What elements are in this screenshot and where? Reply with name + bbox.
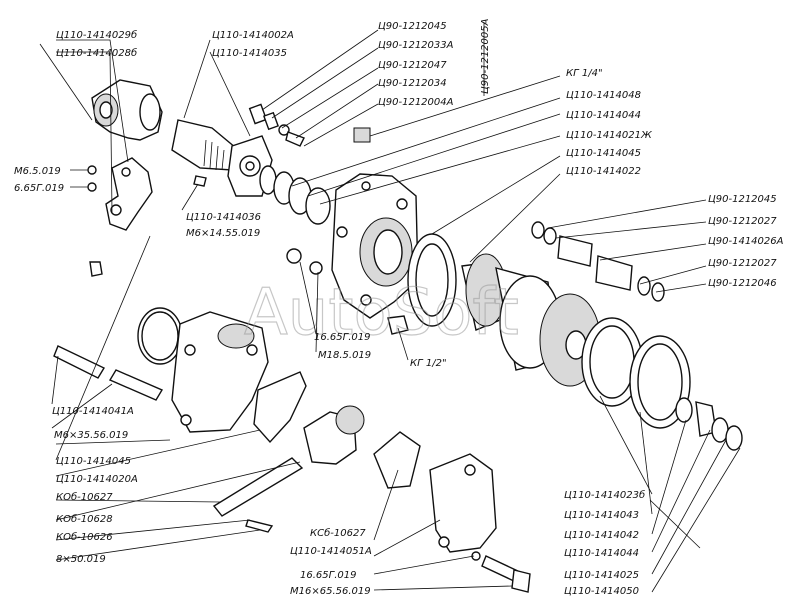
saddle-1414045: [253, 371, 307, 444]
label: М16×65.56.019: [290, 586, 371, 597]
main-housing: [331, 173, 419, 319]
label: Ц110-1414045: [566, 148, 641, 159]
label: КОб-10628: [56, 513, 113, 525]
label: 16.65Г.019: [314, 332, 370, 343]
nut-center: [286, 248, 302, 264]
cotter-pin: [245, 519, 274, 533]
leader-lines: [39, 22, 741, 593]
label: Ц110-1414051А: [290, 546, 372, 557]
lower-housing: [171, 311, 269, 433]
label: Ц90-1212046: [708, 278, 777, 289]
label: Ц90-1212045: [708, 194, 777, 205]
bolt-left: [89, 261, 103, 277]
end-nuts: [675, 397, 743, 451]
nut-m6: [87, 165, 97, 175]
label: 8×50.019: [56, 554, 106, 565]
lower-clamp: [373, 431, 497, 553]
label: Ц110-1414021Ж: [566, 130, 653, 141]
label: Ц110-1414043: [564, 510, 639, 521]
label: М6.5.019: [14, 166, 61, 177]
plug-kg-1-4: [353, 127, 371, 143]
stud-1414041a: [53, 345, 105, 379]
label: Ц110-1414044: [566, 110, 641, 121]
watermark: AutoSoft: [244, 276, 519, 350]
oring-4: [305, 187, 331, 225]
label: М6×14.55.019: [186, 228, 260, 239]
label: 6.65Г.019: [14, 183, 64, 194]
washer-6: [87, 182, 97, 192]
threaded-sleeve: [171, 119, 237, 171]
label: Ц110-1414025: [564, 570, 639, 581]
elbow-fitting: [91, 79, 163, 141]
label: 16.65Г.019: [300, 570, 356, 581]
label: КГ 1/4": [566, 68, 603, 79]
label: Ц110-1414029б: [56, 29, 137, 41]
label: Ц90-1212045: [378, 21, 447, 32]
label: Ц90-1212033А: [378, 40, 454, 51]
bearing-1414022: [461, 253, 507, 331]
label: Ц110-1414022: [566, 166, 641, 177]
right-small-parts: [531, 221, 665, 302]
label: КГ 1/2": [410, 358, 447, 369]
label: Ц110-1414044: [564, 548, 639, 559]
label: КСб-10627: [310, 527, 366, 539]
washer-center: [309, 261, 323, 275]
label: Ц90-1212027: [708, 216, 777, 227]
label: Ц110-1414036: [186, 212, 261, 223]
bolt-m6x35: [108, 369, 164, 401]
part-labels: Ц110-1414029б Ц110-1414028б Ц110-1414002…: [14, 18, 784, 597]
label: Ц110-1414048: [566, 90, 641, 101]
label: Ц110-1414028б: [56, 47, 137, 59]
label: М18.5.019: [318, 350, 371, 361]
label: Ц90-1212034: [378, 78, 447, 89]
label: Ц110-1414035: [212, 48, 287, 59]
label: КОб-10627: [56, 491, 113, 503]
label: Ц110-1414020А: [56, 474, 138, 485]
label: КОб-10626: [56, 531, 113, 543]
label: Ц110-1414042: [564, 530, 639, 541]
label: Ц90-1212004А: [378, 97, 454, 108]
parts-drawing: [53, 79, 743, 593]
screw-m6x14: [193, 175, 207, 187]
label: Ц110-1414045: [56, 456, 131, 467]
label: Ц110-1414041А: [52, 406, 134, 417]
clamp-half-top-left: [105, 157, 153, 231]
label: М6×35.56.019: [54, 430, 128, 441]
pin-kob-10627: [212, 457, 304, 517]
valve-components: [248, 103, 371, 147]
label: Ц90-1212047: [378, 60, 447, 71]
label: Ц90-1212005А: [480, 18, 491, 94]
label: Ц110-1414002А: [212, 30, 294, 41]
plug-kg-1-2: [387, 315, 409, 335]
label: Ц90-1212027: [708, 258, 777, 269]
label: Ц110-1414023б: [564, 489, 645, 501]
label: Ц90-1414026А: [708, 236, 784, 247]
label: Ц110-1414050: [564, 586, 639, 597]
ball-joint: [303, 405, 365, 465]
